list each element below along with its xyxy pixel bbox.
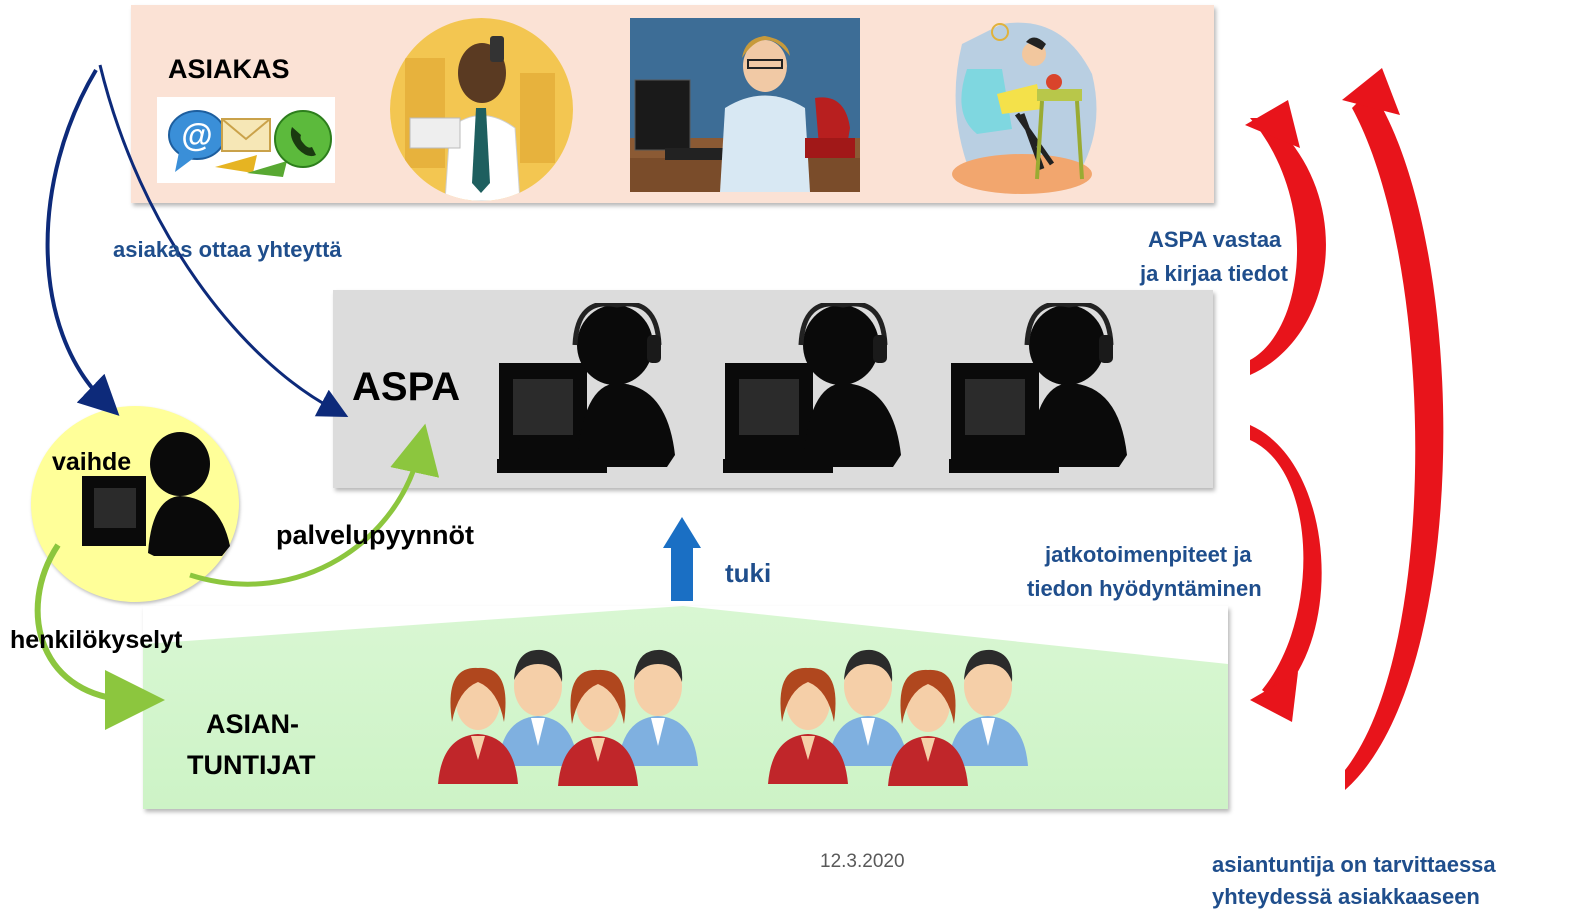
label-followup-2: tiedon hyödyntäminen: [1027, 576, 1262, 601]
expert-group-icon-1: [438, 650, 698, 786]
arrow-switchboard-to-experts: [34, 543, 165, 730]
arrow-customer-to-aspa: [98, 64, 349, 417]
operator-icon-3: [949, 304, 1127, 473]
experts-title-line2: TUNTIJAT: [187, 750, 316, 780]
contact-channels-icon: @: [157, 97, 335, 183]
arrow-aspa-answers-customer: [1245, 100, 1326, 375]
svg-text:@: @: [181, 117, 212, 153]
label-followup-1: jatkotoimenpiteet ja: [1045, 542, 1252, 567]
expert-group-icon-2: [768, 650, 1028, 786]
operator-icon-1: [497, 304, 675, 473]
label-support: tuki: [725, 558, 772, 588]
operator-icon-2: [723, 304, 901, 473]
phone-woman-illustration: [942, 14, 1104, 196]
aspa-title: ASPA: [352, 365, 461, 409]
arrow-aspa-to-experts: [1250, 425, 1322, 722]
label-aspa-answers-2: ja kirjaa tiedot: [1140, 261, 1288, 286]
aspa-operators: [497, 303, 1172, 483]
switchboard-operator-icon: [82, 432, 230, 556]
expert-groups: [436, 640, 1046, 800]
customer-title: ASIAKAS: [168, 54, 290, 84]
office-woman-photo: [630, 18, 860, 192]
label-customer-contacts: asiakas ottaa yhteyttä: [113, 237, 342, 262]
experts-title-line1: ASIAN-: [206, 709, 299, 739]
arrow-experts-to-customer: [1342, 68, 1444, 790]
phone-man-photo: [390, 18, 573, 201]
label-service-requests: palvelupyynnöt: [276, 520, 475, 550]
arrow-customer-to-switchboard: [45, 68, 120, 416]
label-expert-contact-2: yhteydessä asiakkaaseen: [1212, 884, 1480, 909]
arrow-switchboard-to-aspa: [189, 423, 440, 587]
label-person-queries: henkilökyselyt: [10, 626, 183, 654]
label-aspa-answers-1: ASPA vastaa: [1148, 227, 1282, 252]
switchboard-label: vaihde: [52, 448, 132, 476]
label-expert-contact-1: asiantuntija on tarvittaessa: [1212, 852, 1496, 877]
support-arrow: [663, 517, 701, 601]
slide-date: 12.3.2020: [820, 851, 905, 872]
